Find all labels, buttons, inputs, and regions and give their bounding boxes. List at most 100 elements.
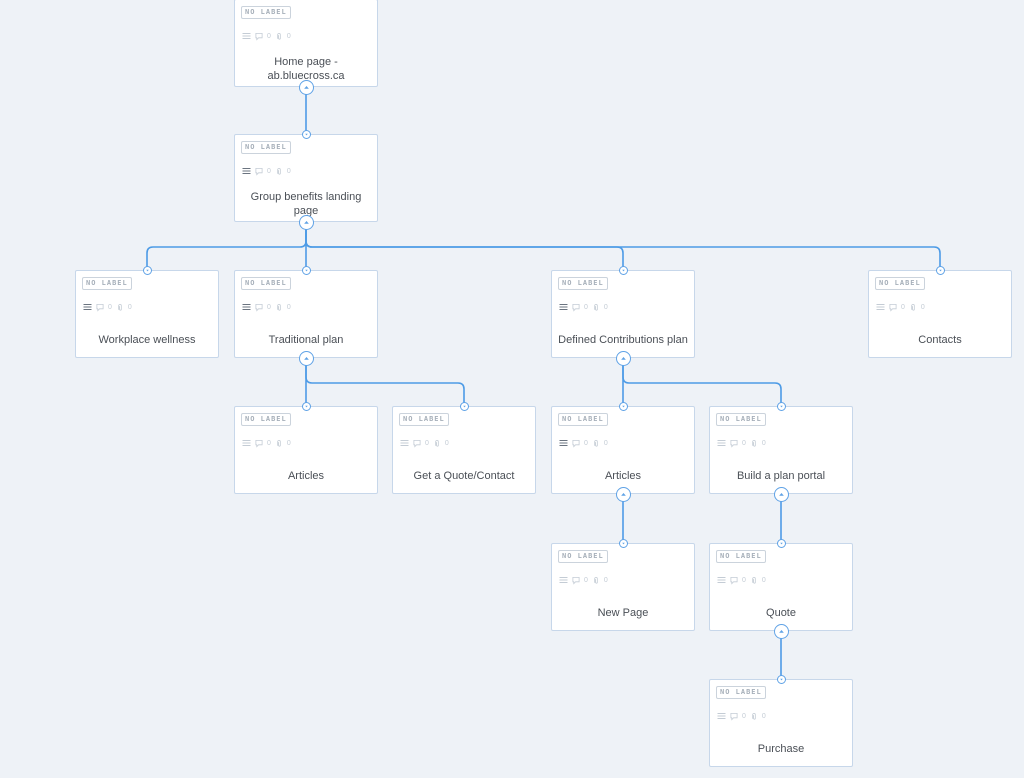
comment-icon[interactable] bbox=[730, 572, 738, 590]
lines-icon[interactable] bbox=[717, 708, 726, 726]
lines-icon[interactable] bbox=[717, 572, 726, 590]
lines-icon[interactable] bbox=[83, 299, 92, 317]
expand-handle-icon[interactable] bbox=[776, 674, 786, 684]
comment-icon[interactable] bbox=[255, 28, 263, 46]
lines-icon[interactable] bbox=[876, 299, 885, 317]
paperclip-icon[interactable] bbox=[750, 435, 758, 453]
no-label-badge[interactable]: NO LABEL bbox=[399, 413, 449, 426]
lines-icon[interactable] bbox=[242, 299, 251, 317]
no-label-badge[interactable]: NO LABEL bbox=[241, 277, 291, 290]
comment-icon[interactable] bbox=[255, 163, 263, 181]
comment-count: 0 bbox=[742, 577, 746, 584]
page-title: Defined Contributions plan bbox=[558, 334, 688, 346]
page-title: Get a Quote/Contact bbox=[413, 470, 515, 482]
lines-icon[interactable] bbox=[242, 435, 251, 453]
expand-handle-icon[interactable] bbox=[301, 129, 311, 139]
connector-line bbox=[622, 358, 782, 406]
lines-icon[interactable] bbox=[559, 572, 568, 590]
expand-handle-icon[interactable] bbox=[776, 538, 786, 548]
expand-handle-icon[interactable] bbox=[459, 401, 469, 411]
comment-icon[interactable] bbox=[96, 299, 104, 317]
connector-line bbox=[305, 358, 465, 406]
collapse-handle-icon[interactable] bbox=[298, 214, 314, 230]
collapse-handle-icon[interactable] bbox=[615, 486, 631, 502]
expand-handle-icon[interactable] bbox=[935, 265, 945, 275]
paperclip-icon[interactable] bbox=[275, 28, 283, 46]
paperclip-icon[interactable] bbox=[275, 163, 283, 181]
comment-icon[interactable] bbox=[730, 435, 738, 453]
paperclip-icon[interactable] bbox=[909, 299, 917, 317]
attachment-count: 0 bbox=[286, 440, 291, 447]
expand-handle-icon[interactable] bbox=[618, 265, 628, 275]
lines-icon[interactable] bbox=[717, 435, 726, 453]
collapse-handle-icon[interactable] bbox=[298, 79, 314, 95]
collapse-handle-icon[interactable] bbox=[773, 486, 789, 502]
comment-icon[interactable] bbox=[413, 435, 421, 453]
no-label-badge[interactable]: NO LABEL bbox=[716, 686, 766, 699]
expand-handle-icon[interactable] bbox=[618, 538, 628, 548]
lines-icon[interactable] bbox=[242, 28, 251, 46]
paperclip-icon[interactable] bbox=[750, 708, 758, 726]
no-label-badge[interactable]: NO LABEL bbox=[875, 277, 925, 290]
comment-icon[interactable] bbox=[255, 435, 263, 453]
comment-icon[interactable] bbox=[730, 708, 738, 726]
paperclip-icon[interactable] bbox=[750, 572, 758, 590]
lines-icon[interactable] bbox=[559, 435, 568, 453]
attachment-count: 0 bbox=[286, 168, 291, 175]
expand-handle-icon[interactable] bbox=[301, 401, 311, 411]
collapse-handle-icon[interactable] bbox=[615, 350, 631, 366]
lines-icon[interactable] bbox=[400, 435, 409, 453]
paperclip-icon[interactable] bbox=[275, 299, 283, 317]
expand-handle-icon[interactable] bbox=[618, 401, 628, 411]
paperclip-icon[interactable] bbox=[116, 299, 124, 317]
paperclip-icon[interactable] bbox=[433, 435, 441, 453]
no-label-badge[interactable]: NO LABEL bbox=[241, 413, 291, 426]
collapse-handle-icon[interactable] bbox=[773, 623, 789, 639]
attachment-count: 0 bbox=[286, 304, 291, 311]
page-title: Purchase bbox=[757, 743, 805, 755]
no-label-badge[interactable]: NO LABEL bbox=[241, 6, 291, 19]
no-label-badge[interactable]: NO LABEL bbox=[716, 413, 766, 426]
connector-line bbox=[305, 222, 624, 270]
paperclip-icon[interactable] bbox=[592, 299, 600, 317]
no-label-badge[interactable]: NO LABEL bbox=[716, 550, 766, 563]
expand-handle-icon[interactable] bbox=[776, 401, 786, 411]
lines-icon[interactable] bbox=[559, 299, 568, 317]
comment-icon[interactable] bbox=[572, 572, 580, 590]
paperclip-icon[interactable] bbox=[275, 435, 283, 453]
no-label-badge[interactable]: NO LABEL bbox=[558, 277, 608, 290]
expand-handle-icon[interactable] bbox=[301, 265, 311, 275]
comment-icon[interactable] bbox=[572, 435, 580, 453]
no-label-badge[interactable]: NO LABEL bbox=[558, 550, 608, 563]
expand-handle-icon[interactable] bbox=[142, 265, 152, 275]
comment-icon[interactable] bbox=[889, 299, 897, 317]
paperclip-icon[interactable] bbox=[592, 435, 600, 453]
no-label-badge[interactable]: NO LABEL bbox=[241, 141, 291, 154]
paperclip-icon[interactable] bbox=[592, 572, 600, 590]
no-label-badge[interactable]: NO LABEL bbox=[82, 277, 132, 290]
comment-icon[interactable] bbox=[255, 299, 263, 317]
comment-icon[interactable] bbox=[572, 299, 580, 317]
lines-icon[interactable] bbox=[242, 163, 251, 181]
collapse-handle-icon[interactable] bbox=[298, 350, 314, 366]
no-label-badge[interactable]: NO LABEL bbox=[558, 413, 608, 426]
comment-count: 0 bbox=[742, 713, 746, 720]
page-title: Group benefits landing page bbox=[250, 191, 362, 217]
